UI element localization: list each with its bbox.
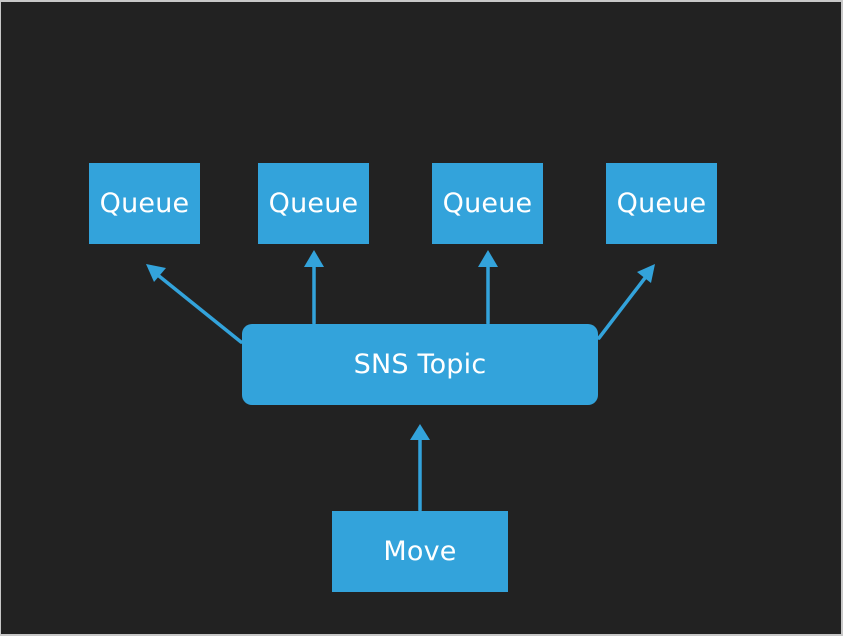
queue-node-label: Queue [442,188,533,219]
queue-node-label: Queue [616,188,707,219]
queue-node-2: Queue [258,163,369,244]
arrow-topic-to-queue-4 [597,272,650,340]
queue-node-4: Queue [606,163,717,244]
queue-node-label: Queue [99,188,190,219]
sns-topic-node: SNS Topic [242,324,598,405]
queue-node-label: Queue [268,188,359,219]
arrowhead-topic-to-queue-4 [637,264,655,283]
move-node: Move [332,511,508,592]
arrowhead-move-to-topic [410,424,430,440]
sns-topic-label: SNS Topic [353,349,487,380]
arrow-topic-to-queue-1 [152,270,243,344]
arrowhead-topic-to-queue-2 [304,250,324,267]
move-node-label: Move [383,536,457,567]
arrowhead-topic-to-queue-3 [478,250,498,267]
queue-node-1: Queue [89,163,200,244]
arrowhead-topic-to-queue-1 [146,264,166,282]
queue-node-3: Queue [432,163,543,244]
